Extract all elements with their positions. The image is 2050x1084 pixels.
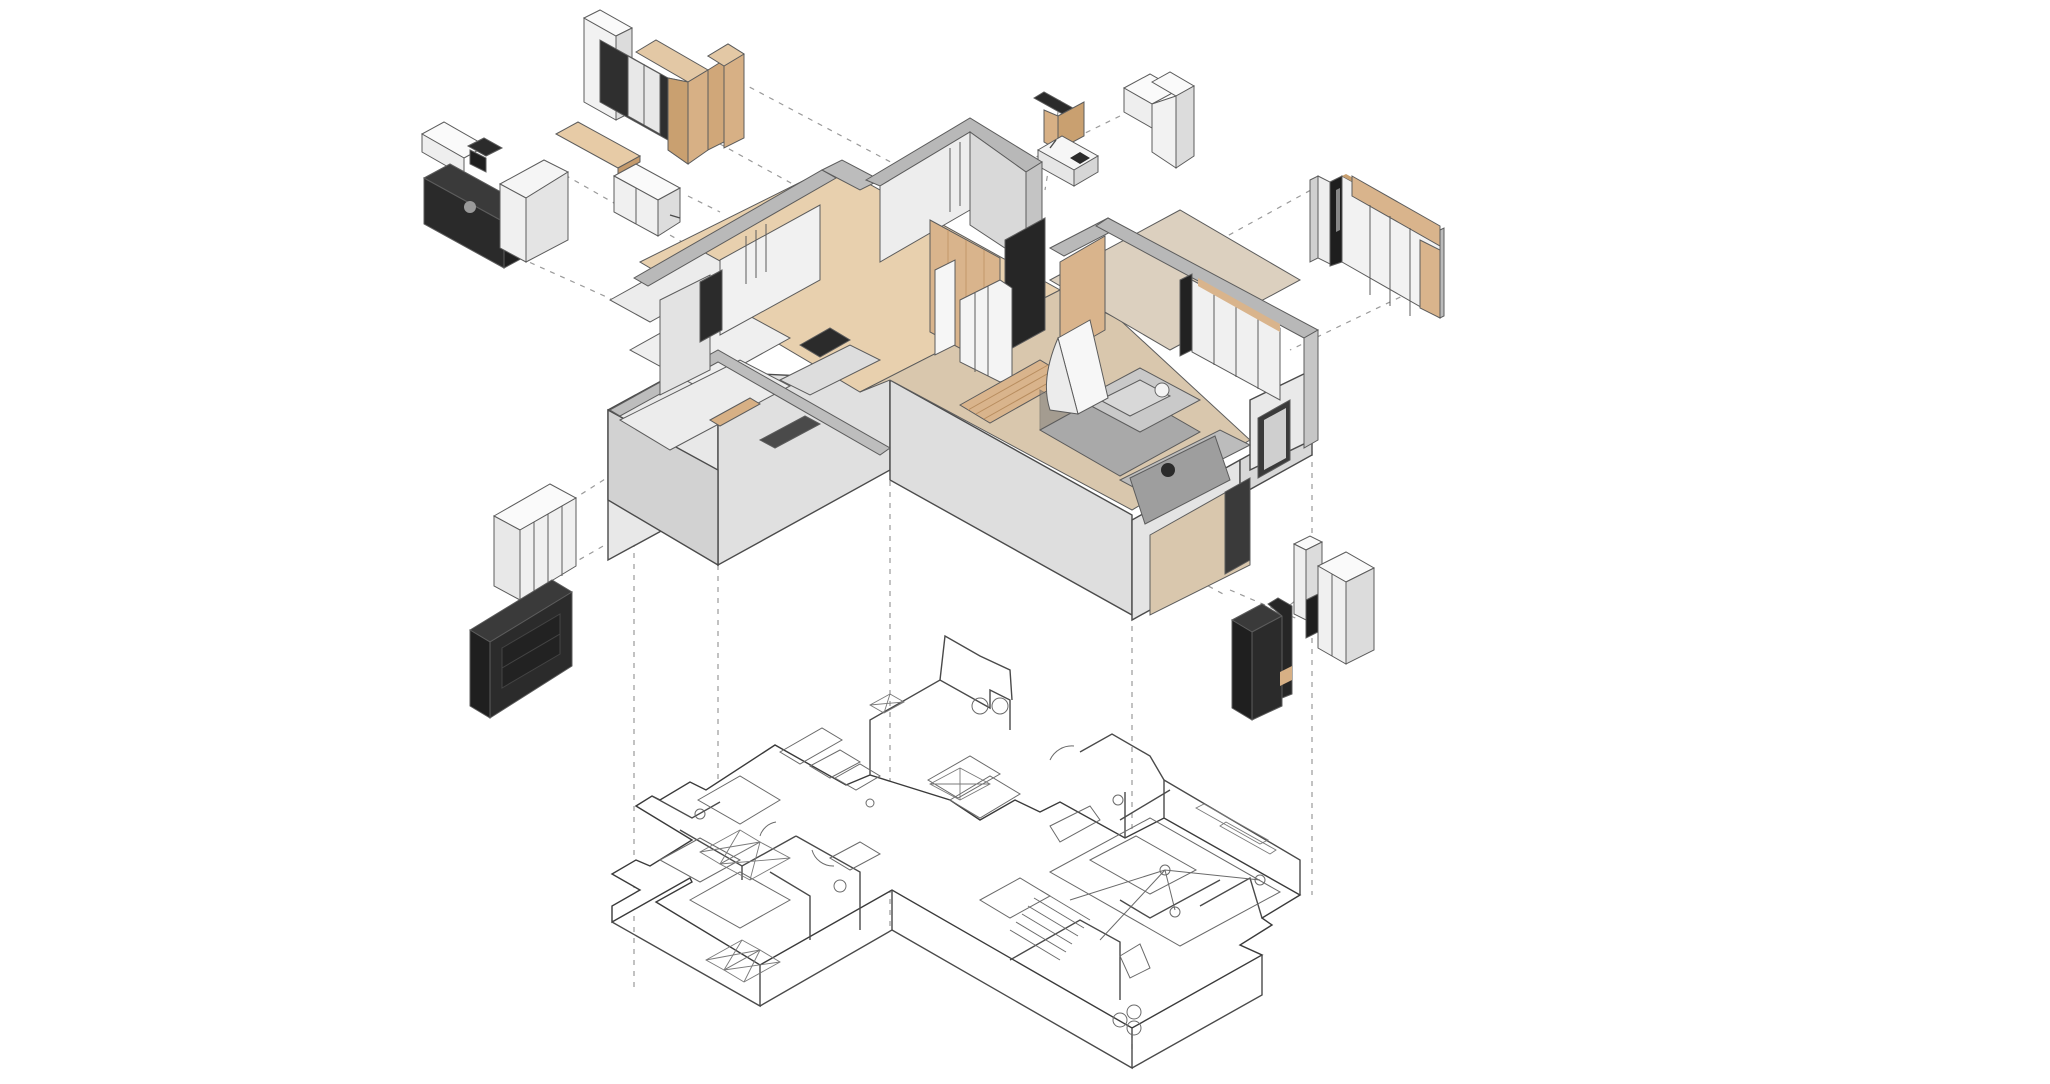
module-white-wardrobe-left <box>492 483 578 601</box>
floor-plan-2d <box>610 634 1302 1070</box>
module-black-cabinet-right <box>1230 597 1293 721</box>
module-shelf-sink <box>1033 91 1100 187</box>
module-kitchen-island-table <box>420 121 682 269</box>
floor-model-3d <box>607 117 1320 622</box>
module-white-cabinets <box>1122 71 1196 169</box>
module-wall-panel-right <box>1309 174 1445 319</box>
module-wardrobe-wood-panel <box>582 9 745 165</box>
module-white-tall-cabinets <box>1292 535 1376 665</box>
module-black-tv-cabinet <box>469 579 573 719</box>
